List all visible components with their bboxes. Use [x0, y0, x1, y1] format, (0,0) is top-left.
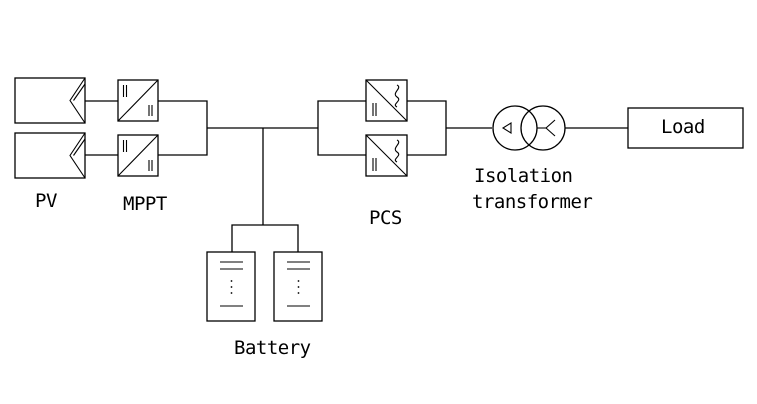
battery-icon-right — [273, 251, 323, 322]
wire-mppt-bus — [158, 100, 318, 156]
wire-bus-pcs — [317, 100, 366, 156]
load-box — [627, 107, 744, 149]
dc-dc-converter-icon-top — [117, 79, 159, 122]
dc-ac-converter-icon-top — [365, 79, 408, 122]
mppt-label: MPPT — [123, 193, 167, 215]
wire-bus-battery — [231, 128, 299, 252]
pv-panel-icon-top — [14, 77, 86, 124]
pv-panel-icon-bottom — [14, 132, 86, 179]
pcs-label: PCS — [369, 207, 402, 229]
isolation-transformer-icon — [492, 105, 566, 151]
pv-label: PV — [35, 190, 57, 212]
dc-ac-converter-icon-bottom — [365, 134, 408, 177]
load-label: Load — [661, 116, 705, 138]
battery-icon-left — [206, 251, 256, 322]
wire-pcs-transformer — [407, 100, 492, 156]
battery-label: Battery — [234, 337, 311, 359]
transformer-label-line1: Isolation — [474, 165, 572, 187]
dc-dc-converter-icon-bottom — [117, 134, 159, 177]
transformer-label-line2: transformer — [472, 191, 592, 213]
